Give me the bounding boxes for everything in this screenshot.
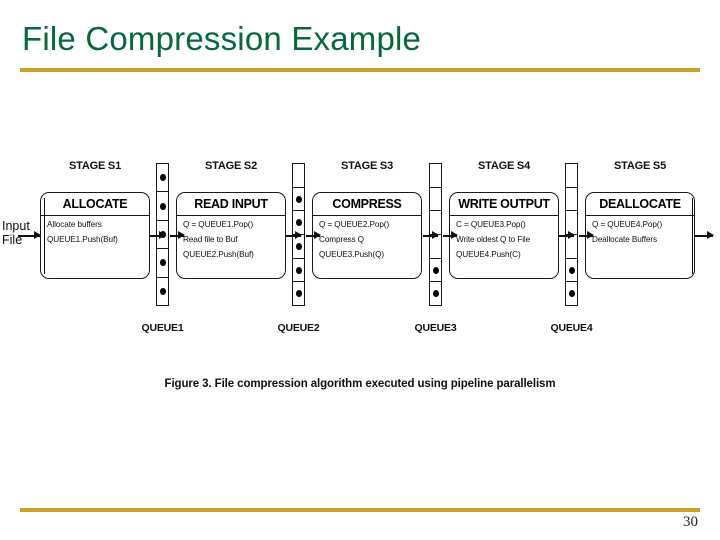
queue-4-slot-4 [566,235,577,259]
queue-2-slot-1 [293,164,304,188]
stage-s4-line-3: QUEUE4.Push(C) [456,250,521,260]
page-number: 30 [683,514,698,530]
queue-4-slot-6 [566,282,577,305]
stage-s1-line-2: QUEUE1.Push(Buf) [47,235,118,245]
queue-label-2: QUEUE2 [277,322,320,334]
arrow-stage-3-to-queue-3 [423,232,439,239]
queue-item-dot [295,219,302,227]
queue-item-dot [568,290,575,298]
stage-s3-line-3: QUEUE3.Push(Q) [319,250,385,260]
queue-3-slot-2 [430,188,441,212]
figure-edge-line-1 [44,198,46,274]
stage-body-s3: Q = QUEUE2.Pop() Compress Q QUEUE3.Push(Q) [313,216,421,260]
queue-3-slot-5 [430,259,441,283]
stage-s2-line-3: QUEUE2.Push(Buf) [183,250,254,260]
stage-name-s2: READ INPUT [177,193,285,216]
queue-item-dot [432,290,439,298]
stage-s4-line-2: Write oldest Q to File [456,235,531,245]
stage-name-s4: WRITE OUTPUT [450,193,558,216]
queue-2-slot-2 [293,188,304,212]
figure-caption: Figure 3. File compression algorithm exe… [164,378,556,390]
arrow-input-to-stage-1 [18,232,41,239]
queue-1-slot-2 [157,192,168,221]
arrow-stage-1-to-queue-1 [150,232,166,239]
input-file-line-1: Input [2,219,30,233]
stage-name-s5: DEALLOCATE [586,193,694,216]
page-title: File Compression Example [22,20,422,57]
stage-box-read-input: READ INPUT Q = QUEUE1.Pop() Read file to B… [176,192,286,279]
stage-s5-line-1: Q = QUEUE4.Pop() [592,220,663,229]
queue-3-slot-1 [430,164,441,188]
figure-edge-line-2 [692,198,694,274]
arrow-queue-2-to-stage-3 [306,232,321,239]
stage-box-write-output: WRITE OUTPUT C = QUEUE3.Pop() Write oldest… [449,192,559,279]
queue-1-slot-4 [157,249,168,278]
stage-s5-line-2: Deallocate Buffers [592,235,657,245]
queue-label-3: QUEUE3 [414,322,457,334]
queue-item-dot [295,195,302,203]
queue-item-dot [159,202,166,210]
queue-item-dot [159,174,166,182]
queue-item-dot [159,287,166,295]
queue-2-slot-6 [293,282,304,305]
arrow-stage-5-to-output [695,232,714,239]
queue-label-4: QUEUE4 [550,322,593,334]
queue-item-dot [432,266,439,274]
title-divider [20,68,700,72]
queue-item-dot [295,242,302,250]
queue-4-slot-1 [566,164,577,188]
queue-label-1: QUEUE1 [141,322,184,334]
stage-body-s5: Q = QUEUE4.Pop() Deallocate Buffers [586,216,694,244]
stage-s3-line-2: Compress Q [319,235,364,245]
queue-1-slot-1 [157,164,168,193]
stage-label-s3: STAGE S3 [341,160,393,172]
queue-item-dot [568,266,575,274]
queue-item-dot [295,290,302,298]
footer-divider [20,508,700,512]
stage-s2-line-2: Read file to Buf [183,235,238,245]
queue-4-slot-5 [566,259,577,283]
stage-name-s1: ALLOCATE [41,193,149,216]
stage-s3-line-1: Q = QUEUE2.Pop() [319,220,390,229]
queue-3-slot-6 [430,282,441,305]
queue-item-dot [295,266,302,274]
queue-1-slot-5 [157,278,168,305]
input-file-line-2: File [2,232,23,247]
stage-name-s3: COMPRESS [313,193,421,216]
stage-label-s4: STAGE S4 [478,160,530,172]
stage-label-s2: STAGE S2 [205,160,257,172]
arrow-stage-2-to-queue-2 [286,232,302,239]
queue-item-dot [159,259,166,267]
stage-s2-line-1: Q = QUEUE1.Pop() [183,220,254,229]
queue-2-slot-4 [293,235,304,259]
arrow-queue-3-to-stage-4 [443,232,458,239]
queue-4-slot-2 [566,188,577,212]
stage-box-deallocate: DEALLOCATE Q = QUEUE4.Pop() Deallocate Buf… [585,192,695,279]
queue-3-slot-4 [430,235,441,259]
input-file-label: Input File [2,219,44,247]
arrow-queue-1-to-stage-2 [170,232,185,239]
stage-s4-line-1: C = QUEUE3.Pop() [456,220,526,229]
stage-box-compress: COMPRESS Q = QUEUE2.Pop() Compress Q QUEUE3… [312,192,422,279]
stage-label-s1: STAGE S1 [69,160,121,172]
stage-label-s5: STAGE S5 [614,160,666,172]
arrow-queue-4-to-stage-5 [579,232,594,239]
stage-s1-line-1: Allocate buffers [47,220,102,229]
arrow-stage-4-to-queue-4 [559,232,575,239]
queue-2-slot-5 [293,259,304,283]
